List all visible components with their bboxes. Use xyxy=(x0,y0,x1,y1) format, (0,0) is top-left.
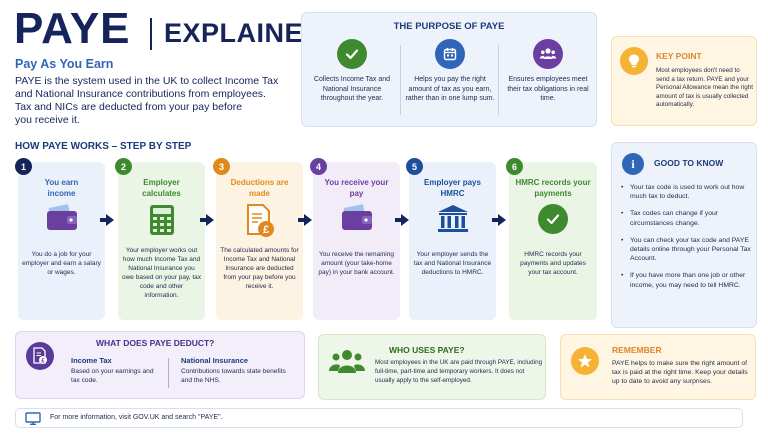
purpose-panel: THE PURPOSE OF PAYE Collects Income Tax … xyxy=(301,12,597,127)
step-text: HMRC records your payments and updates y… xyxy=(520,251,586,276)
remember-title: REMEMBER xyxy=(612,345,662,355)
wallet-icon xyxy=(313,204,400,232)
step-card: Deductions are made £ The calculated amo… xyxy=(216,162,303,320)
page-title: PAYE xyxy=(14,4,131,53)
step-title: Employer pays HMRC xyxy=(424,178,481,198)
intro-line: you receive it. xyxy=(15,114,80,126)
key-point-text: Most employees don't need to send a tax … xyxy=(656,67,753,109)
national-insurance-label: National Insurance xyxy=(181,356,249,365)
national-insurance-text: Contributions towards state benefits and… xyxy=(181,368,286,384)
step-number: 4 xyxy=(310,158,327,175)
intro-line: and National Insurance contributions fro… xyxy=(15,88,266,100)
purpose-item: Helps you pay the right amount of tax as… xyxy=(402,39,498,104)
purpose-item: Ensures employees meet their tax obligat… xyxy=(500,39,596,104)
step-number: 2 xyxy=(115,158,132,175)
step-card: HMRC records your payments HMRC records … xyxy=(509,162,597,320)
divider xyxy=(400,45,401,115)
people-icon xyxy=(329,347,365,380)
star-icon xyxy=(571,347,599,375)
svg-text:£: £ xyxy=(262,224,268,236)
step-title: You receive your pay xyxy=(324,178,389,198)
step-card: Employer pays HMRC Your employer sends t… xyxy=(409,162,496,320)
purpose-item: Collects Income Tax and National Insuran… xyxy=(304,39,400,104)
intro-line: PAYE is the system used in the UK to col… xyxy=(15,75,279,87)
list-item: If you have more than one job or other i… xyxy=(620,271,754,289)
steps-heading: HOW PAYE WORKS – STEP BY STEP xyxy=(15,141,192,152)
people-icon xyxy=(533,39,563,69)
intro-paragraph: PAYE is the system used in the UK to col… xyxy=(15,75,305,127)
income-tax-label: Income Tax xyxy=(71,356,112,365)
checkmark-icon xyxy=(509,204,597,234)
step-number: 5 xyxy=(406,158,423,175)
step-text: You do a job for your employer and earn … xyxy=(22,251,101,276)
good-to-know-title: GOOD TO KNOW xyxy=(654,158,724,168)
list-item: Tax codes can change if your circumstanc… xyxy=(620,209,754,227)
who-uses-panel: WHO USES PAYE? Most employees in the UK … xyxy=(318,334,546,400)
key-point-panel: KEY POINT Most employees don't need to s… xyxy=(611,36,757,126)
step-text: Your employer works out how much Income … xyxy=(122,247,202,299)
checkmark-icon xyxy=(337,39,367,69)
bank-icon xyxy=(409,204,496,234)
arrow-right-icon xyxy=(492,214,506,226)
step-number: 1 xyxy=(15,158,32,175)
page-subtitle: Pay As You Earn xyxy=(15,57,114,71)
deduct-panel: £ WHAT DOES PAYE DEDUCT? Income Tax Base… xyxy=(15,331,305,399)
step-text: You receive the remaining amount (your t… xyxy=(318,251,395,276)
step-title: Deductions are made xyxy=(230,178,289,198)
remember-panel: REMEMBER PAYE helps to make sure the rig… xyxy=(560,334,756,400)
step-card: You earn income You do a job for your em… xyxy=(18,162,105,320)
list-item: Your tax code is used to work out how mu… xyxy=(620,183,754,201)
list-item: You can check your tax code and PAYE det… xyxy=(620,236,754,264)
step-text: The calculated amounts for Income Tax an… xyxy=(220,247,299,290)
step-card: Employer calculates Your employer works … xyxy=(118,162,205,320)
info-icon: i xyxy=(622,153,644,175)
arrow-right-icon xyxy=(200,214,214,226)
who-uses-text: Most employees in the UK are paid throug… xyxy=(375,359,543,384)
purpose-item-text: Ensures employees meet their tax obligat… xyxy=(507,76,589,102)
purpose-item-text: Collects Income Tax and National Insuran… xyxy=(313,76,391,102)
step-title: You earn income xyxy=(44,178,79,198)
calculator-icon xyxy=(118,204,205,236)
purpose-item-text: Helps you pay the right amount of tax as… xyxy=(405,76,495,102)
arrow-right-icon xyxy=(395,214,409,226)
step-title: HMRC records your payments xyxy=(515,178,591,198)
title-divider xyxy=(150,18,152,50)
monitor-icon xyxy=(25,412,41,430)
step-title: Employer calculates xyxy=(142,178,181,198)
step-text: Your employer sends the tax and National… xyxy=(413,251,492,276)
pound-document-icon: £ xyxy=(216,204,303,238)
arrow-right-icon xyxy=(298,214,312,226)
footer-bar: For more information, visit GOV.UK and s… xyxy=(15,408,743,428)
footer-text: For more information, visit GOV.UK and s… xyxy=(50,414,223,421)
good-to-know-list: Your tax code is used to work out how mu… xyxy=(620,183,754,298)
step-card: You receive your pay You receive the rem… xyxy=(313,162,400,320)
purpose-title: THE PURPOSE OF PAYE xyxy=(393,21,505,32)
arrow-right-icon xyxy=(100,214,114,226)
good-to-know-panel: i GOOD TO KNOW Your tax code is used to … xyxy=(611,142,757,328)
page-title-suffix: EXPLAINED xyxy=(164,18,324,48)
svg-text:£: £ xyxy=(41,358,45,364)
income-tax-text: Based on your earnings and tax code. xyxy=(71,368,154,384)
remember-text: PAYE helps to make sure the right amount… xyxy=(612,360,748,386)
key-point-title: KEY POINT xyxy=(656,51,702,61)
pound-document-icon: £ xyxy=(26,342,54,370)
income-tax-column: Income Tax Based on your earnings and ta… xyxy=(71,356,163,385)
wallet-icon xyxy=(18,204,105,232)
intro-line: Tax and NICs are deducted from your pay … xyxy=(15,101,243,113)
step-number: 6 xyxy=(506,158,523,175)
step-number: 3 xyxy=(213,158,230,175)
calendar-icon xyxy=(435,39,465,69)
divider xyxy=(168,358,169,388)
lightbulb-icon xyxy=(620,47,648,75)
deduct-title: WHAT DOES PAYE DEDUCT? xyxy=(96,338,215,348)
who-uses-title: WHO USES PAYE? xyxy=(389,345,465,355)
national-insurance-column: National Insurance Contributions towards… xyxy=(181,356,293,385)
divider xyxy=(498,45,499,115)
